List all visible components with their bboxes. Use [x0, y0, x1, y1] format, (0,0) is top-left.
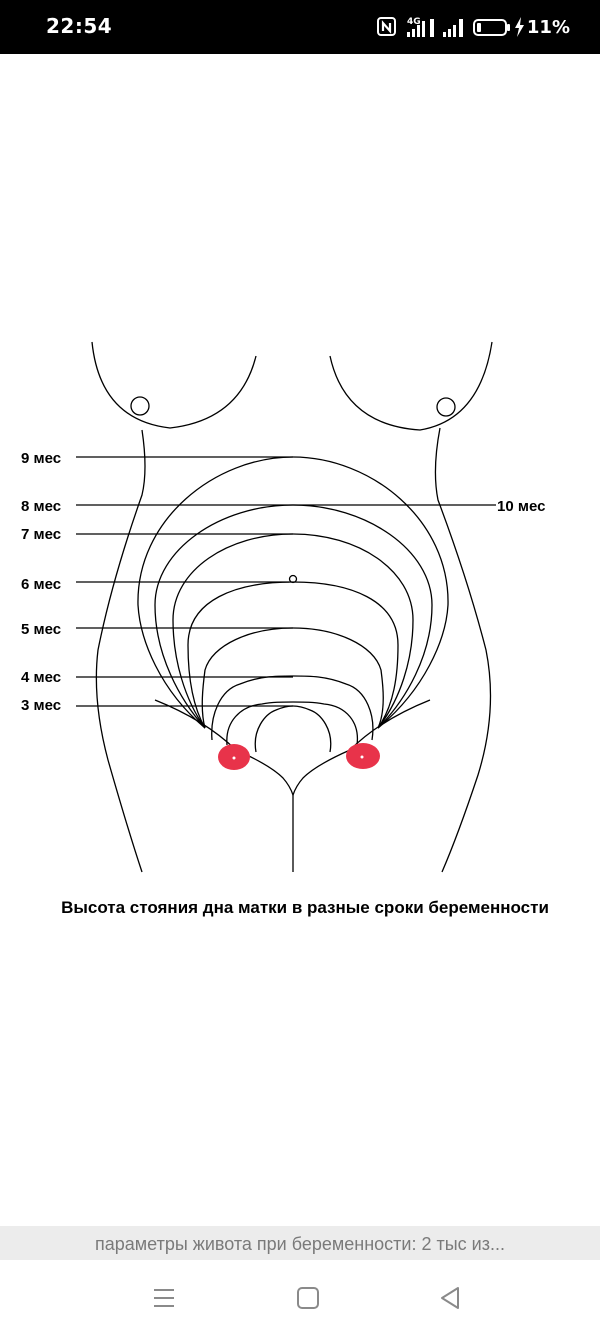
back-icon	[441, 1287, 459, 1309]
search-suggestion-bar[interactable]: параметры живота при беременности: 2 тыс…	[0, 1226, 600, 1260]
label-7: 7 мес	[21, 526, 61, 543]
right-breast-outline	[329, 341, 493, 431]
charging-icon	[514, 17, 524, 37]
label-6: 6 мес	[21, 576, 61, 593]
arc-5	[211, 675, 374, 741]
left-nipple	[130, 396, 150, 416]
pubic-contour	[235, 749, 351, 798]
label-8: 8 мес	[21, 498, 61, 515]
red-markers	[218, 743, 380, 770]
diagram-svg: 9 мес 8 мес 7 мес 6 мес 5 мес 4 мес 3 ме…	[21, 341, 545, 873]
label-5: 5 мес	[21, 621, 61, 638]
home-icon	[297, 1287, 319, 1309]
signal-icon	[442, 19, 463, 37]
arc-8	[172, 533, 414, 729]
arc-4	[226, 701, 359, 746]
label-3: 3 мес	[21, 697, 61, 714]
battery-icon	[472, 19, 510, 36]
arc-3	[254, 705, 332, 753]
navel-icon	[288, 574, 298, 584]
torso-left-contour	[95, 429, 146, 873]
status-bar: 22:54 4G 11%	[0, 0, 600, 54]
label-4: 4 мес	[21, 669, 61, 686]
status-time: 22:54	[46, 14, 113, 38]
fundal-height-diagram: 9 мес 8 мес 7 мес 6 мес 5 мес 4 мес 3 ме…	[0, 330, 600, 890]
torso-right-contour	[434, 427, 492, 873]
home-button[interactable]	[292, 1282, 324, 1314]
arc-6	[201, 627, 384, 729]
status-icons: 4G 11%	[376, 13, 570, 41]
label-10: 10 мес	[497, 498, 545, 515]
network-type-label: 4G	[407, 17, 421, 27]
battery-percent: 11%	[526, 16, 570, 38]
right-nipple	[436, 397, 456, 417]
navigation-bar	[0, 1262, 600, 1332]
label-9: 9 мес	[21, 450, 61, 467]
nfc-icon	[376, 17, 396, 36]
signal-4g-icon: 4G	[406, 17, 434, 37]
back-button[interactable]	[434, 1282, 466, 1314]
left-breast-outline	[91, 341, 257, 429]
left-inguinal-line	[154, 699, 237, 751]
right-inguinal-line	[349, 699, 431, 751]
diagram-caption: Высота стояния дна матки в разные сроки …	[61, 898, 549, 917]
menu-icon	[154, 1289, 174, 1307]
search-suggestion-text[interactable]: параметры живота при беременности: 2 тыс…	[95, 1234, 505, 1254]
menu-button[interactable]	[148, 1282, 180, 1314]
